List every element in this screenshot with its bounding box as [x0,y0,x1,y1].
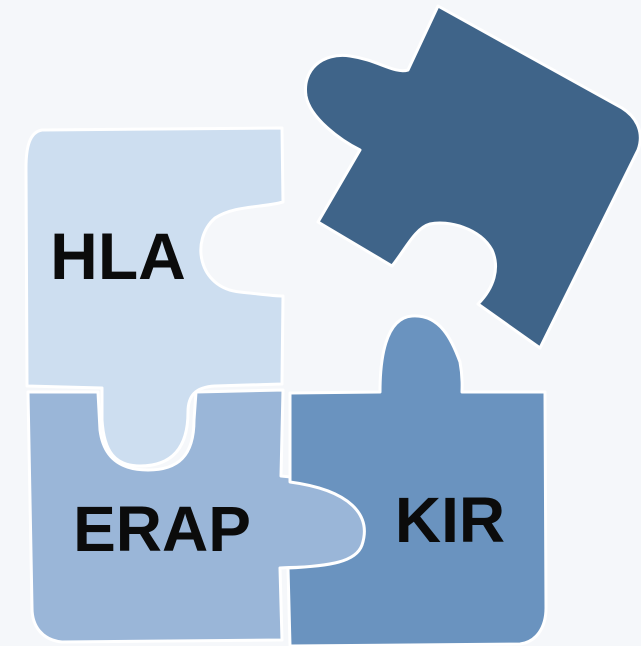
erap-label: ERAP [73,493,251,565]
kir-label: KIR [395,484,505,556]
puzzle-piece-kir [286,314,548,646]
puzzle-piece-hla [24,126,285,468]
hla-label: HLA [50,219,186,293]
puzzle-piece-blank [304,4,641,350]
